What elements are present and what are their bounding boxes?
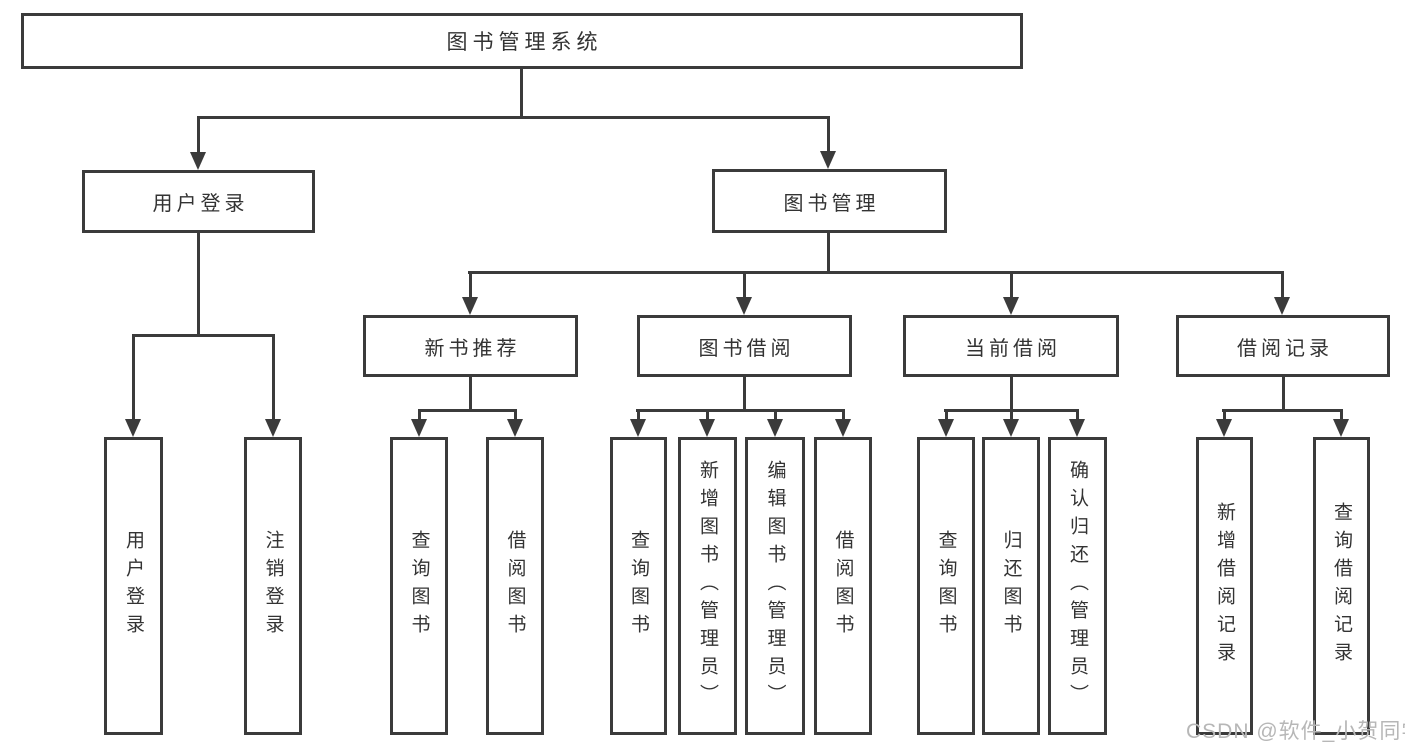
node-book-borrowing: 图书借阅 xyxy=(637,315,852,377)
connector-line xyxy=(197,117,200,154)
node-borrowing-records: 借阅记录 xyxy=(1176,315,1390,377)
csdn-watermark: CSDN @软件_小贺同学 xyxy=(1186,720,1405,743)
connector-line xyxy=(469,377,472,412)
connector-line xyxy=(774,410,777,421)
arrow-down-icon xyxy=(507,419,523,437)
node-user-login-leaf: 用户登录 xyxy=(104,437,163,735)
node-label: 新书推荐 xyxy=(424,337,521,360)
connector-line xyxy=(1223,410,1226,421)
node-label: 当前借阅 xyxy=(965,337,1061,360)
node-query-books-current: 查询图书 xyxy=(917,437,975,735)
connector-line xyxy=(1340,410,1343,421)
arrow-down-icon xyxy=(820,151,836,169)
connector-line xyxy=(1281,272,1284,299)
node-edit-book-admin: 编辑图书（管理员） xyxy=(745,437,805,735)
node-query-books-recommend: 查询图书 xyxy=(390,437,448,735)
connector-line xyxy=(520,69,523,117)
connector-line xyxy=(706,410,709,421)
arrow-down-icon xyxy=(411,419,427,437)
arrow-down-icon xyxy=(1216,419,1232,437)
node-label: 查询图书 xyxy=(408,530,430,642)
arrow-down-icon xyxy=(1069,419,1085,437)
node-current-borrowing: 当前借阅 xyxy=(903,315,1119,377)
arrow-down-icon xyxy=(1003,297,1019,315)
connector-line xyxy=(197,116,830,119)
node-label: 注销登录 xyxy=(262,530,284,642)
node-borrow-books-recommend: 借阅图书 xyxy=(486,437,544,735)
node-new-book-recommendation: 新书推荐 xyxy=(363,315,578,377)
node-label: 归还图书 xyxy=(1000,530,1022,642)
connector-line xyxy=(1282,377,1285,412)
node-add-book-admin: 新增图书（管理员） xyxy=(678,437,737,735)
node-label: 查询图书 xyxy=(935,530,957,642)
node-label: 用户登录 xyxy=(123,530,144,642)
arrow-down-icon xyxy=(462,297,478,315)
connector-line xyxy=(842,410,845,421)
node-label: 借阅图书 xyxy=(504,530,526,642)
node-label: 图书管理系统 xyxy=(446,31,603,54)
connector-line xyxy=(132,335,135,421)
node-query-books-borrow: 查询图书 xyxy=(610,437,667,735)
arrow-down-icon xyxy=(125,419,141,437)
node-confirm-return-admin: 确认归还（管理员） xyxy=(1048,437,1107,735)
arrow-down-icon xyxy=(699,419,715,437)
node-add-borrow-record: 新增借阅记录 xyxy=(1196,437,1253,735)
arrow-down-icon xyxy=(1333,419,1349,437)
node-label: 图书管理 xyxy=(783,192,880,215)
arrow-down-icon xyxy=(1274,297,1290,315)
connector-line xyxy=(1222,409,1343,412)
connector-line xyxy=(1010,410,1013,421)
connector-line xyxy=(1076,410,1079,421)
connector-line xyxy=(514,410,517,421)
connector-line xyxy=(469,272,472,299)
node-return-books: 归还图书 xyxy=(982,437,1040,735)
node-label: 查询借阅记录 xyxy=(1331,502,1352,670)
node-label: 新增借阅记录 xyxy=(1214,502,1235,670)
connector-line xyxy=(418,410,421,421)
connector-line xyxy=(637,410,640,421)
node-library-management-system: 图书管理系统 xyxy=(21,13,1023,69)
arrow-down-icon xyxy=(190,152,206,170)
connector-line xyxy=(1010,272,1013,299)
node-query-borrow-record: 查询借阅记录 xyxy=(1313,437,1370,735)
arrow-down-icon xyxy=(938,419,954,437)
connector-line xyxy=(197,233,200,337)
connector-line xyxy=(1010,377,1013,412)
arrow-down-icon xyxy=(630,419,646,437)
node-borrow-books: 借阅图书 xyxy=(814,437,872,735)
node-label: 编辑图书（管理员） xyxy=(764,460,786,712)
connector-line xyxy=(132,334,275,337)
node-book-management: 图书管理 xyxy=(712,169,947,233)
arrow-down-icon xyxy=(1003,419,1019,437)
connector-line xyxy=(945,410,948,421)
node-label: 确认归还（管理员） xyxy=(1067,460,1088,712)
arrow-down-icon xyxy=(265,419,281,437)
connector-line xyxy=(468,271,1284,274)
node-label: 查询图书 xyxy=(628,530,649,642)
connector-line xyxy=(743,377,746,412)
connector-line xyxy=(743,272,746,299)
connector-line xyxy=(827,117,830,153)
arrow-down-icon xyxy=(767,419,783,437)
connector-line xyxy=(636,409,845,412)
node-label: 借阅记录 xyxy=(1237,337,1333,360)
node-label: 图书借阅 xyxy=(698,337,795,360)
node-label: 用户登录 xyxy=(152,193,249,215)
node-label: 借阅图书 xyxy=(832,530,854,642)
arrow-down-icon xyxy=(835,419,851,437)
node-label: 新增图书（管理员） xyxy=(697,460,718,712)
node-logout: 注销登录 xyxy=(244,437,302,735)
connector-line xyxy=(272,335,275,421)
connector-line xyxy=(827,233,830,274)
connector-line xyxy=(418,409,517,412)
arrow-down-icon xyxy=(736,297,752,315)
node-user-login: 用户登录 xyxy=(82,170,315,233)
